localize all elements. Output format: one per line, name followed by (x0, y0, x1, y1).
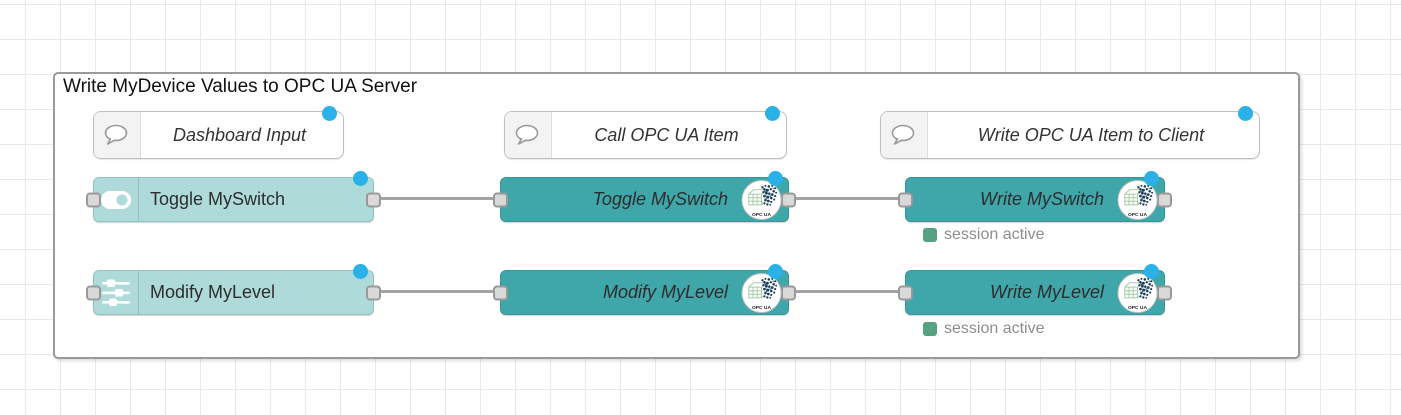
changed-indicator-dot (765, 106, 780, 121)
changed-indicator-dot (322, 106, 337, 121)
node-call-toggle-myswitch[interactable]: Toggle MySwitch OPC UA (493, 171, 796, 222)
input-port[interactable] (493, 192, 508, 207)
svg-text:OPC UA: OPC UA (752, 212, 771, 218)
node-call-modify-mylevel[interactable]: Modify MyLevel OPC UA (493, 264, 796, 315)
changed-indicator-dot (353, 171, 368, 186)
opcua-logo-icon: OPC UA (741, 179, 782, 220)
toggle-switch-icon (101, 190, 131, 209)
output-port[interactable] (781, 285, 796, 300)
node-write-mylevel[interactable]: Write MyLevel OPC UA (898, 264, 1172, 315)
comment-node-write-opcua-item[interactable]: Write OPC UA Item to Client (880, 106, 1260, 159)
svg-text:OPC UA: OPC UA (1128, 212, 1147, 218)
speech-bubble-icon (891, 124, 915, 145)
wire-toggle-to-call[interactable] (372, 197, 500, 200)
changed-indicator-dot (1144, 264, 1159, 279)
opcua-logo-icon: OPC UA (741, 272, 782, 313)
node-toggle-myswitch-input[interactable]: Toggle MySwitch (86, 171, 381, 222)
node-label: Toggle MySwitch (592, 189, 728, 209)
node-modify-mylevel-input[interactable]: Modify MyLevel (86, 264, 381, 315)
opcua-logo-icon: OPC UA (1117, 179, 1158, 220)
comment-node-call-opcua-item[interactable]: Call OPC UA Item (504, 106, 787, 159)
node-icon-area (94, 178, 139, 221)
svg-text:OPC UA: OPC UA (1128, 305, 1147, 311)
output-port[interactable] (366, 285, 381, 300)
node-label: Modify MyLevel (150, 282, 276, 302)
node-icon-area (94, 271, 139, 314)
svg-text:OPC UA: OPC UA (752, 305, 771, 311)
comment-label: Dashboard Input (172, 124, 307, 145)
input-port[interactable] (86, 192, 101, 207)
node-write-myswitch[interactable]: Write MySwitch OPC UA (898, 171, 1172, 222)
wire-modify-to-call[interactable] (372, 290, 500, 293)
group-title: Write MyDevice Values to OPC UA Server (63, 76, 418, 97)
node-label: Write MySwitch (979, 189, 1104, 209)
comment-label: Call OPC UA Item (594, 124, 739, 145)
node-status: session active (923, 226, 1045, 244)
node-label: Write MyLevel (989, 282, 1104, 302)
node-label: Toggle MySwitch (150, 189, 286, 209)
input-port[interactable] (898, 192, 913, 207)
status-text: session active (944, 226, 1045, 243)
output-port[interactable] (1157, 285, 1172, 300)
changed-indicator-dot (1238, 106, 1253, 121)
speech-bubble-icon (104, 124, 128, 145)
sliders-icon (102, 279, 130, 306)
input-port[interactable] (86, 285, 101, 300)
output-port[interactable] (781, 192, 796, 207)
changed-indicator-dot (768, 171, 783, 186)
comment-icon-area (94, 112, 141, 158)
wire-call-to-write-switch[interactable] (787, 197, 905, 200)
output-port[interactable] (366, 192, 381, 207)
wire-call-to-write-level[interactable] (787, 290, 905, 293)
changed-indicator-dot (353, 264, 368, 279)
speech-bubble-icon (515, 124, 539, 145)
comment-label: Write OPC UA Item to Client (977, 124, 1205, 145)
status-text: session active (944, 320, 1045, 337)
comment-icon-area (505, 112, 552, 158)
node-status: session active (923, 320, 1045, 338)
opcua-logo-icon: OPC UA (1117, 272, 1158, 313)
changed-indicator-dot (1144, 171, 1159, 186)
changed-indicator-dot (768, 264, 783, 279)
input-port[interactable] (898, 285, 913, 300)
input-port[interactable] (493, 285, 508, 300)
status-dot-icon (923, 228, 937, 242)
comment-icon-area (881, 112, 928, 158)
status-dot-icon (923, 322, 937, 336)
comment-node-dashboard-input[interactable]: Dashboard Input (93, 106, 344, 159)
output-port[interactable] (1157, 192, 1172, 207)
node-label: Modify MyLevel (602, 282, 728, 302)
